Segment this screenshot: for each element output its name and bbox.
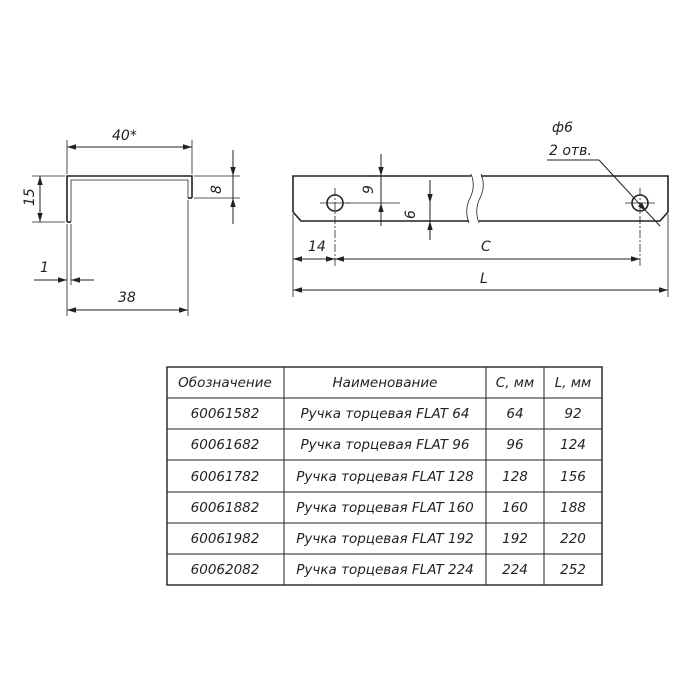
dim-label-1: 1 — [40, 260, 49, 276]
cell-l: 156 — [560, 469, 586, 485]
header-designation: Обозначение — [178, 375, 272, 391]
handle-left-segment — [292, 175, 471, 222]
cell-designation: 60061782 — [191, 469, 260, 485]
cell-c: 160 — [502, 500, 528, 516]
cell-l: 188 — [560, 500, 586, 516]
table-row: 60061782 Ручка торцевая FLAT 128 128 156 — [191, 469, 586, 485]
dim-label-9: 9 — [361, 185, 377, 194]
dim-label-l: L — [480, 271, 488, 287]
cell-name: Ручка торцевая FLAT 224 — [296, 562, 474, 578]
hole-count-label: 2 отв. — [549, 143, 592, 159]
cell-designation: 60061682 — [191, 437, 260, 453]
profile-outline — [66, 175, 193, 222]
header-name: Наименование — [333, 375, 438, 391]
dim-label-40: 40* — [112, 128, 137, 144]
header-l: L, мм — [555, 375, 591, 391]
cell-l: 252 — [560, 562, 586, 578]
dim-label-8: 8 — [209, 185, 225, 194]
spec-table: Обозначение Наименование C, мм L, мм 600… — [166, 366, 603, 586]
dim-label-c: C — [481, 239, 491, 255]
dim-label-38: 38 — [118, 290, 136, 306]
cell-name: Ручка торцевая FLAT 160 — [296, 500, 474, 516]
cell-l: 220 — [560, 531, 586, 547]
top-view: 9 6 14 C L ф6 2 отв. — [292, 120, 669, 297]
cell-l: 92 — [564, 406, 581, 422]
dim-label-14: 14 — [308, 239, 326, 255]
cell-c: 96 — [506, 437, 523, 453]
cell-name: Ручка торцевая FLAT 96 — [301, 437, 470, 453]
cell-designation: 60061982 — [191, 531, 260, 547]
hole-diameter-label: ф6 — [552, 120, 573, 136]
cell-l: 124 — [560, 437, 586, 453]
profile-inner-line — [70, 179, 189, 222]
cell-name: Ручка торцевая FLAT 64 — [301, 406, 470, 422]
side-profile-view: 40* 15 8 1 38 — [22, 128, 240, 316]
cell-c: 64 — [506, 406, 523, 422]
header-c: C, мм — [496, 375, 534, 391]
table-row: 60061682 Ручка торцевая FLAT 96 96 124 — [191, 437, 586, 453]
dim-label-15: 15 — [22, 188, 38, 206]
cell-designation: 60061582 — [191, 406, 260, 422]
cell-c: 192 — [502, 531, 528, 547]
cell-c: 128 — [502, 469, 528, 485]
table-header-row: Обозначение Наименование C, мм L, мм — [178, 375, 591, 391]
table-row: 60061982 Ручка торцевая FLAT 192 192 220 — [191, 531, 586, 547]
table-row: 60062082 Ручка торцевая FLAT 224 224 252 — [191, 562, 586, 578]
handle-right-segment — [479, 175, 669, 222]
cell-name: Ручка торцевая FLAT 128 — [296, 469, 474, 485]
table-row: 60061582 Ручка торцевая FLAT 64 64 92 — [191, 406, 582, 422]
cell-name: Ручка торцевая FLAT 192 — [296, 531, 474, 547]
cell-c: 224 — [502, 562, 528, 578]
hole-leader-line — [598, 159, 647, 212]
cell-designation: 60061882 — [191, 500, 260, 516]
dim-label-6: 6 — [403, 210, 419, 219]
cell-designation: 60062082 — [191, 562, 260, 578]
table-row: 60061882 Ручка торцевая FLAT 160 160 188 — [191, 500, 586, 516]
